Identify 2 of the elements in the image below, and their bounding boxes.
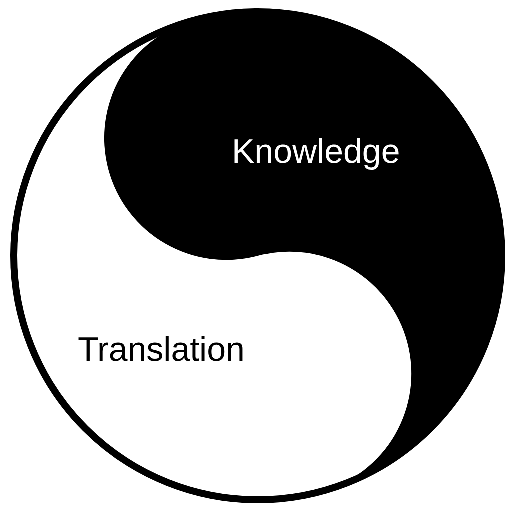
region-label: Translation [78,330,245,370]
region-label: Knowledge [232,132,400,172]
